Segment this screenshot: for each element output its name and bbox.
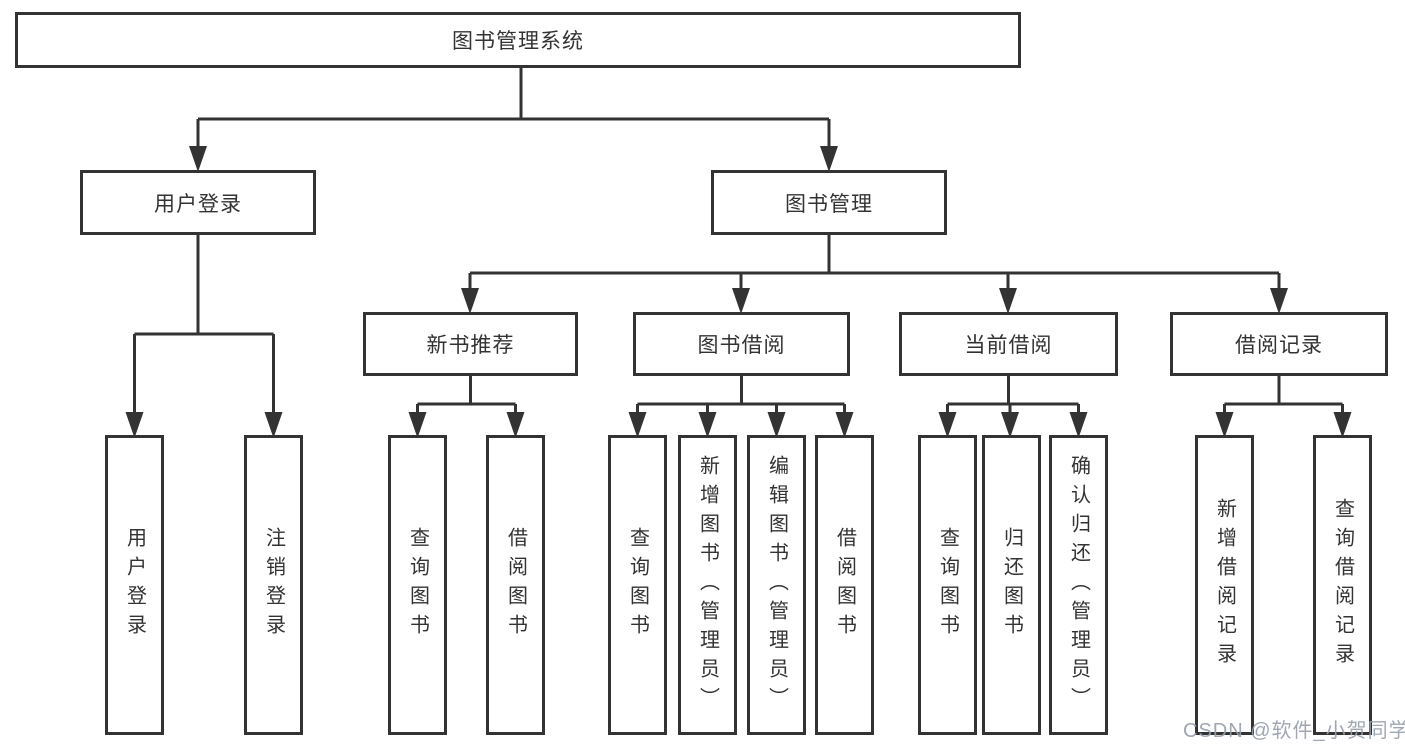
node-book-borrowing: 图书借阅 [633, 312, 850, 376]
leaf-query-books-borrowing: 查询图书 [608, 435, 667, 735]
connector-path [133, 68, 1344, 418]
node-borrowing-records: 借阅记录 [1170, 312, 1388, 376]
node-new-book-recommendation: 新书推荐 [363, 312, 578, 376]
leaf-query-books-current: 查询图书 [918, 435, 977, 735]
leaf-confirm-return-admin: 确认归还（管理员） [1049, 435, 1108, 735]
leaf-add-books-admin: 新增图书（管理员） [678, 435, 737, 735]
leaf-return-books: 归还图书 [982, 435, 1041, 735]
leaf-borrow-books-recommend: 借阅图书 [486, 435, 545, 735]
node-book-management: 图书管理 [711, 170, 947, 235]
leaf-query-borrow-record: 查询借阅记录 [1313, 435, 1372, 735]
leaf-borrow-books-borrowing: 借阅图书 [815, 435, 874, 735]
node-user-login: 用户登录 [80, 170, 316, 235]
leaf-user-login: 用户登录 [105, 435, 164, 735]
leaf-query-books-recommend: 查询图书 [388, 435, 447, 735]
node-root: 图书管理系统 [15, 12, 1021, 68]
leaf-logout: 注销登录 [244, 435, 303, 735]
leaf-edit-books-admin: 编辑图书（管理员） [747, 435, 806, 735]
leaf-add-borrow-record: 新增借阅记录 [1195, 435, 1254, 735]
node-current-borrowing: 当前借阅 [899, 312, 1118, 376]
csdn-watermark: CSDN @软件_小贺同学 [1183, 720, 1405, 742]
